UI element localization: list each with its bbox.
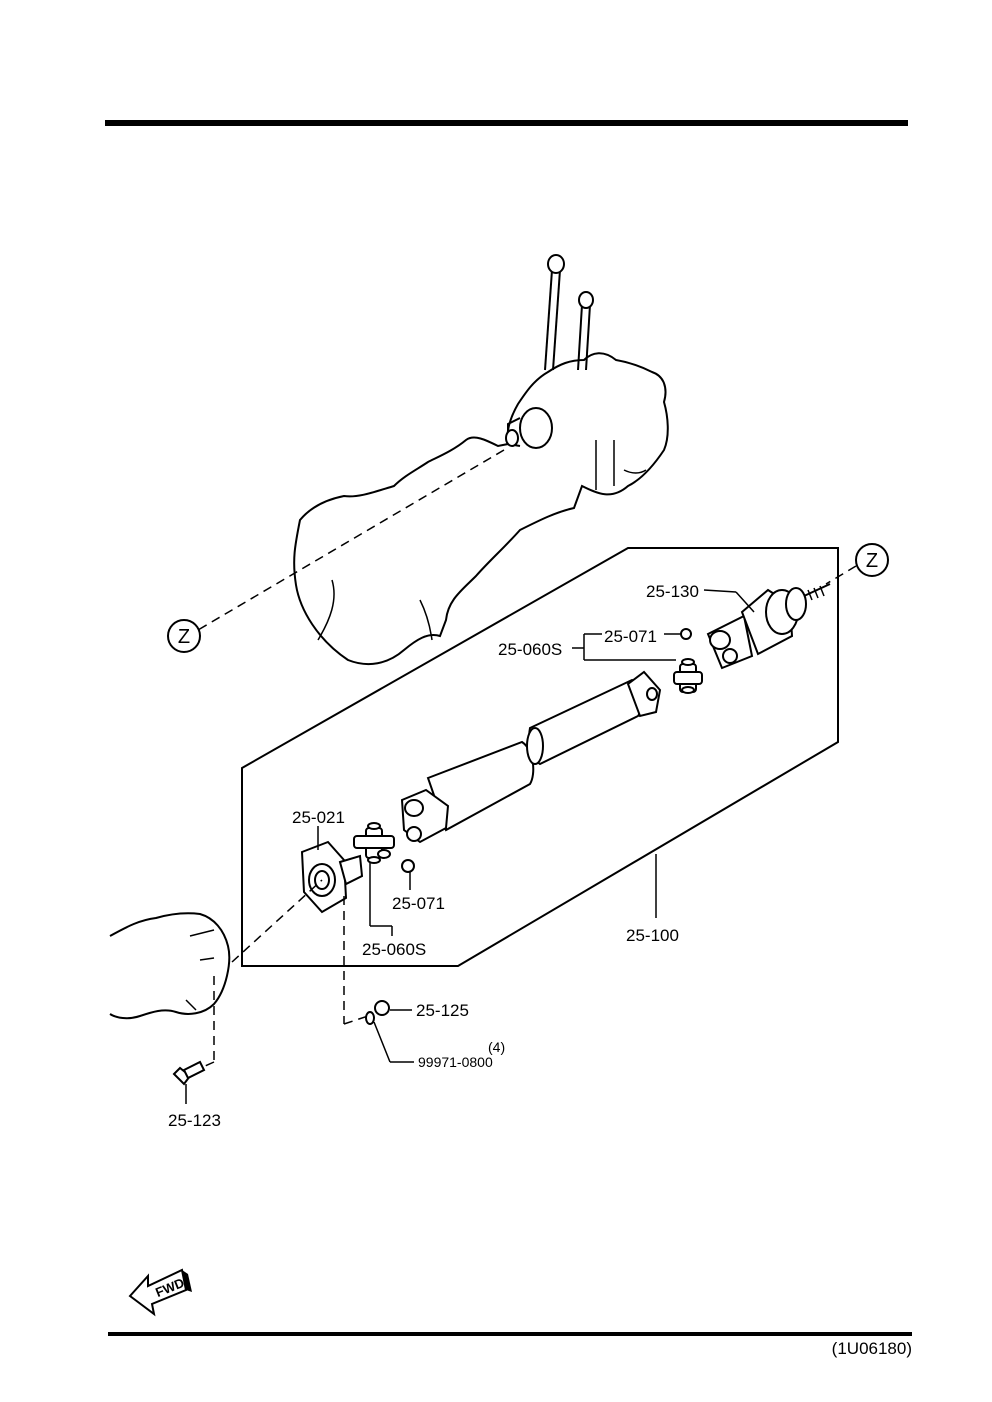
differential-illustration (109, 912, 231, 1020)
flange-yoke (300, 840, 364, 914)
label-washer-qty: (4) (488, 1039, 505, 1055)
label-25-060s-center: 25-060S (498, 640, 562, 659)
front-snap-ring (401, 859, 415, 873)
center-yoke (626, 670, 662, 718)
z-link-line-right (825, 565, 857, 585)
flange-axis-line (231, 879, 323, 963)
bottom-rule (108, 1332, 912, 1336)
center-universal-joint (673, 658, 703, 694)
center-snap-ring (680, 628, 692, 640)
slip-yoke-assembly (706, 583, 831, 670)
z-marker-right: Z (855, 543, 889, 577)
assembly-outline (241, 547, 839, 967)
flange-nut (374, 1000, 390, 1016)
flange-bolt (172, 1060, 206, 1086)
front-tube-yoke (400, 788, 450, 844)
top-rule (105, 120, 908, 126)
fwd-arrow-icon: FWD (128, 1268, 192, 1317)
transmission-illustration (293, 254, 669, 666)
figure-code: (1U06180) (832, 1339, 912, 1358)
label-25-125: 25-125 (416, 1001, 469, 1020)
label-25-130: 25-130 (646, 582, 699, 601)
label-99971-0800: 99971-0800 (418, 1054, 493, 1070)
nut-guide-line-2 (343, 1015, 369, 1025)
label-25-060s-front: 25-060S (362, 940, 426, 959)
label-25-071-front: 25-071 (392, 894, 445, 913)
z-link-line-left (197, 449, 505, 631)
leader-lines (185, 589, 755, 1104)
z-marker-left-label: Z (178, 626, 190, 648)
label-25-123: 25-123 (168, 1111, 221, 1130)
z-marker-left: Z (167, 619, 201, 653)
z-marker-right-label: Z (866, 550, 878, 572)
label-25-071-center: 25-071 (604, 627, 657, 646)
label-25-100: 25-100 (626, 926, 679, 945)
front-universal-joint (353, 822, 395, 864)
label-25-021: 25-021 (292, 808, 345, 827)
propeller-shaft-tube (426, 678, 644, 832)
washer (365, 1011, 375, 1025)
